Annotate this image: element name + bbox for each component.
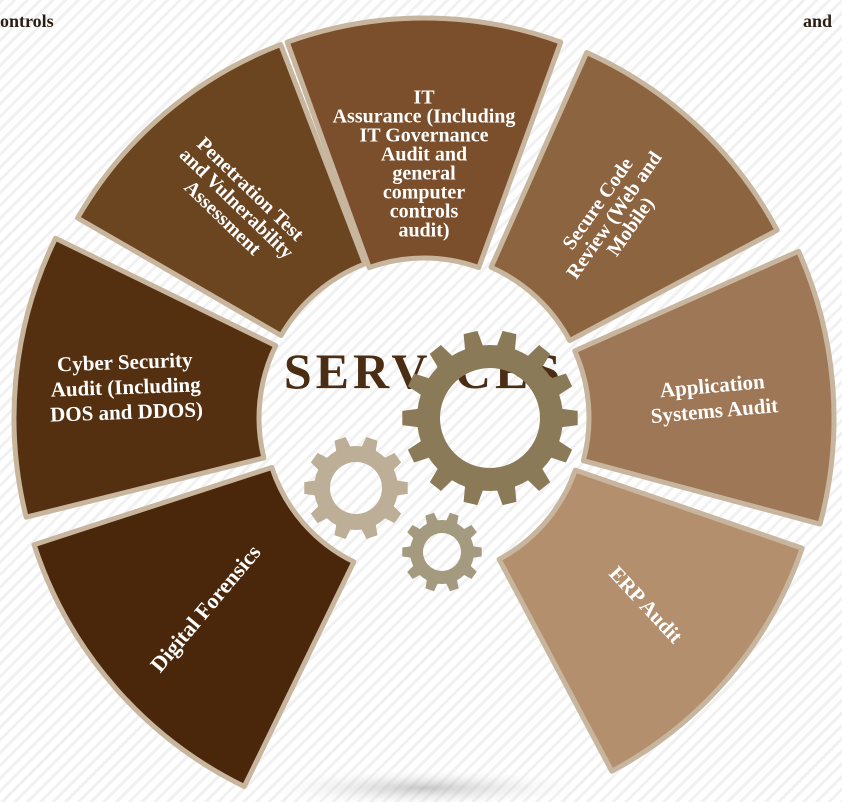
segment-application-systems-audit: ApplicationSystems Audit [572, 248, 837, 527]
segment-cyber-security-audit: Cyber SecurityAudit (IncludingDOS and DD… [11, 235, 279, 520]
segment-shape-cyber-security-audit [11, 235, 279, 520]
segment-shape-application-systems-audit [572, 248, 837, 527]
corner-fragment-right: and [802, 11, 832, 31]
gear-large-icon [402, 330, 578, 506]
segment-shape-it-assurance [284, 15, 564, 271]
corner-fragment-left: ontrols [0, 11, 54, 31]
segment-shape-penetration-test [75, 42, 368, 338]
segment-shape-digital-forensics [31, 464, 357, 790]
segment-label-application-systems-audit: ApplicationSystems Audit [648, 368, 780, 428]
floor-shadow [255, 768, 595, 802]
gear-small-icon [402, 512, 482, 592]
segment-shape-erp-audit [496, 467, 805, 774]
segment-secure-code-review: Secure CodeReview (Web andMobile) [488, 50, 780, 344]
segment-digital-forensics: Digital Forensics [31, 464, 357, 790]
gear-medium-icon [304, 437, 408, 539]
segment-label-cyber-security-audit: Cyber SecurityAudit (IncludingDOS and DD… [48, 347, 203, 426]
segment-erp-audit: ERP Audit [496, 467, 805, 774]
segment-shape-secure-code-review [488, 50, 780, 344]
segment-penetration-test: Penetration Testand VulnerabilityAssessm… [75, 42, 368, 338]
